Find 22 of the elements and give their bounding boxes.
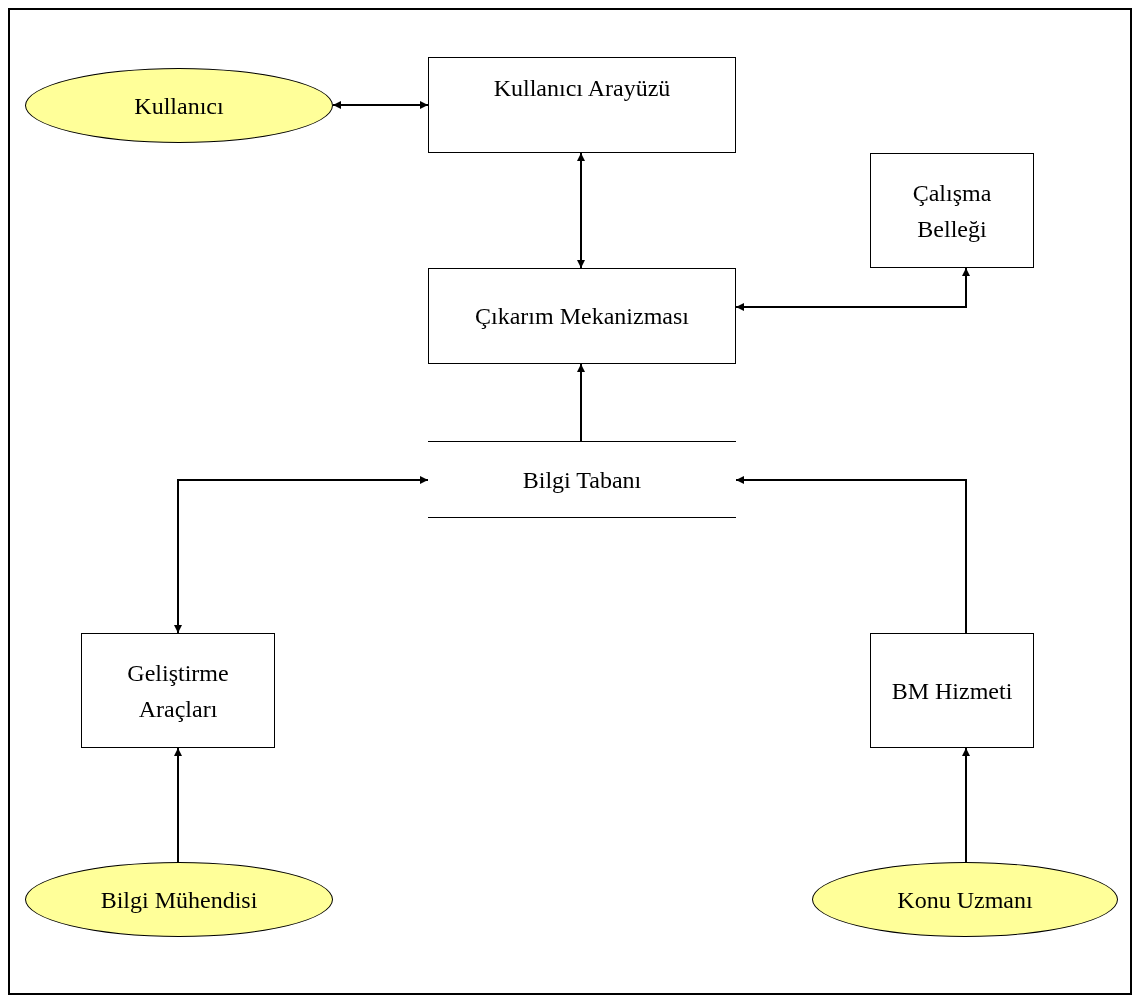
arrow xyxy=(962,747,970,863)
process-box xyxy=(428,268,736,364)
process-box xyxy=(870,153,1034,268)
arrow xyxy=(577,363,585,442)
node-label: BM Hizmeti xyxy=(891,676,1013,706)
node-label: Bilgi Tabanı xyxy=(522,465,642,495)
node-label: Kullanıcı xyxy=(134,91,224,121)
double-arrow xyxy=(332,101,429,109)
node-label: Konu Uzmanı xyxy=(897,885,1033,915)
process-box xyxy=(428,57,736,153)
process-box xyxy=(870,633,1034,748)
double-arrow xyxy=(735,267,970,311)
node-label: Kullanıcı Arayüzü xyxy=(493,74,671,103)
double-arrow xyxy=(577,152,585,269)
arrow xyxy=(174,747,182,863)
double-arrow xyxy=(174,476,429,634)
arrow xyxy=(735,476,967,634)
node-label: Çıkarım Mekanizması xyxy=(475,302,689,331)
node-label: Geliştirme Araçları xyxy=(126,658,230,724)
node-label: Bilgi Mühendisi xyxy=(100,885,258,915)
process-box xyxy=(81,633,275,748)
node-label: Çalışma Belleği xyxy=(911,178,993,244)
